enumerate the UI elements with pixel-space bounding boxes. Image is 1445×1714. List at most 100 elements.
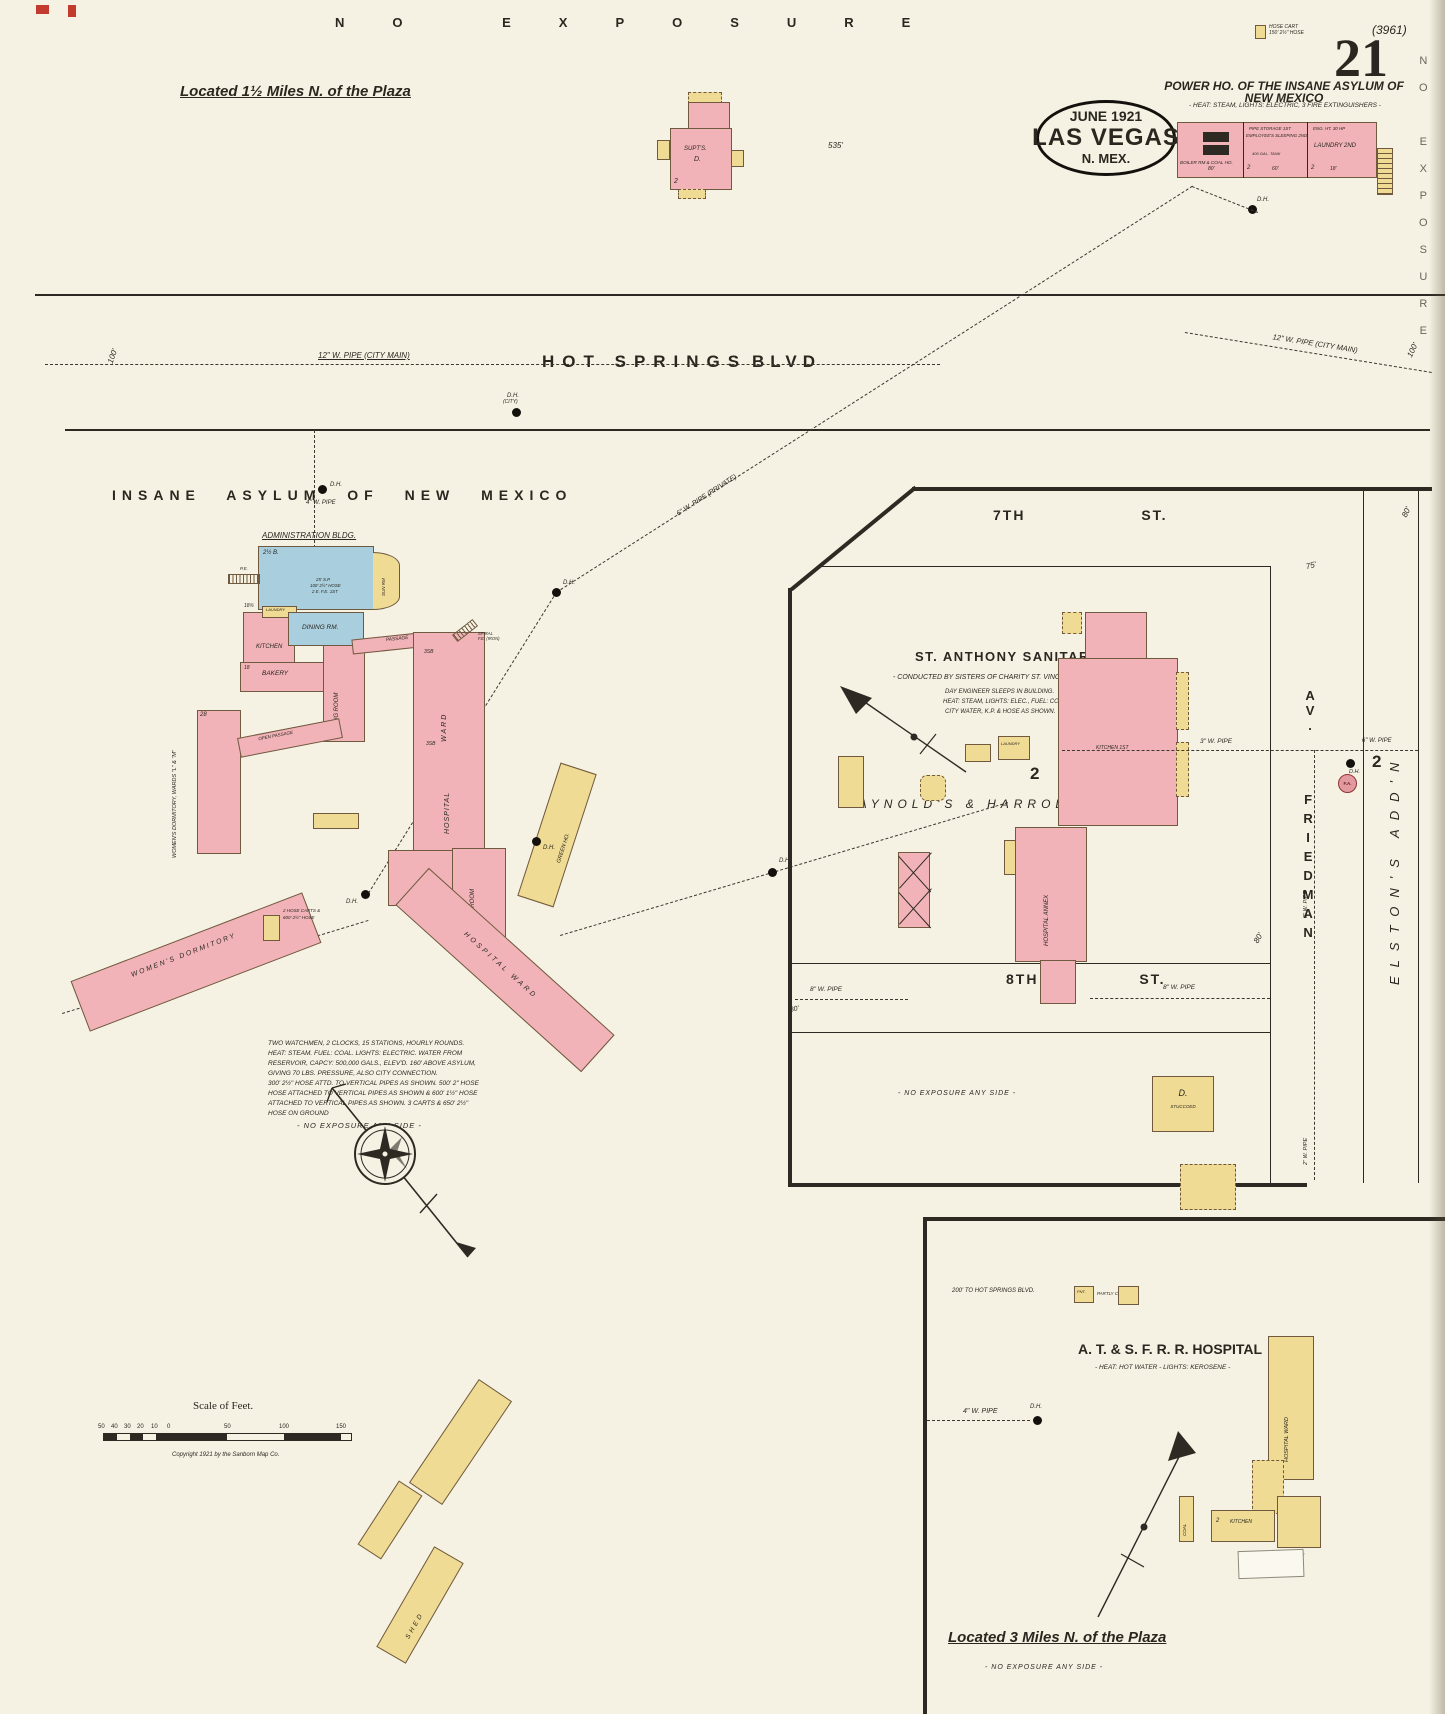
city-main-label-left: 12" W. PIPE (CITY MAIN) — [318, 351, 410, 360]
compass-rose — [326, 1083, 476, 1258]
street-edge-south — [65, 429, 1430, 431]
atsf-kitchen-building — [1211, 1510, 1275, 1542]
pnt-label: PNT. — [1077, 1289, 1086, 1294]
stuccoed-d-label: D. — [1178, 1088, 1188, 1098]
power-house-partition — [1243, 122, 1245, 178]
code-18b: 18 — [244, 665, 250, 671]
outbuilding — [1180, 1164, 1236, 1210]
eighth-street-label: 8TH ST. — [1006, 971, 1166, 987]
pe-label: P.E. — [240, 566, 248, 571]
shed-building — [376, 1546, 464, 1664]
distance-note: 200' TO HOT SPRINGS BLVD. — [952, 1288, 1035, 1294]
hose-cart-note-2: 150' 2½" HOSE — [1269, 30, 1304, 36]
stamp-state: N. MEX. — [1081, 151, 1131, 166]
private-pipe-dashes — [556, 185, 1193, 593]
city-main-label-right: 12" W. PIPE (CITY MAIN) — [1271, 332, 1359, 355]
dim-80: 80' — [1251, 931, 1265, 945]
sheet-number: 21 — [1334, 28, 1388, 88]
four-inch-pipe-label: 4" W. PIPE — [963, 1408, 998, 1415]
hydrant-dot — [361, 890, 370, 899]
outbuilding-diagonal — [408, 1379, 513, 1505]
hydrant-dot — [1346, 759, 1355, 768]
scale-tick: 150 — [336, 1424, 347, 1430]
admin-note: 2 E. F.E. 1ST — [312, 589, 338, 594]
registration-mark — [36, 5, 49, 14]
dining-rm-building — [288, 612, 364, 646]
scale-tick: 20 — [137, 1424, 144, 1430]
street-edge-north — [35, 294, 1445, 296]
hospital-annex-tail — [1040, 960, 1076, 1004]
greenhouse-building — [517, 762, 597, 908]
friedman-street-label: FRIEDMAN — [1300, 792, 1316, 944]
laundry-building — [998, 736, 1030, 760]
scale-tick: 50 — [224, 1424, 231, 1430]
womens-wards-label: WOMEN'S DORMITORY, WARDS "L" & "M" — [172, 750, 178, 858]
sanitarium-main-building — [1058, 658, 1178, 826]
boiler-symbol — [1203, 132, 1229, 142]
two-inch-pipe-label: 2" W. PIPE — [1303, 1137, 1309, 1165]
block-line — [1270, 566, 1272, 1183]
eighth-street-pipe — [1090, 998, 1270, 999]
dim-60: 60' — [1272, 166, 1279, 172]
sanitarium-kitchen-label: KITCHEN 1ST — [1096, 745, 1129, 751]
laundry-label: LAUNDRY — [266, 607, 285, 612]
block-line — [1363, 489, 1365, 1183]
floors-label: 2 — [1311, 165, 1315, 171]
sanitarium-note: DAY ENGINEER SLEEPS IN BUILDING. — [945, 689, 1055, 695]
atsf-ward-label: HOSPITAL WARD — [1284, 1417, 1290, 1462]
hydrant-dot — [552, 588, 561, 597]
atsf-no-exposure: - NO EXPOSURE ANY SIDE - — [985, 1664, 1104, 1671]
block-border-top — [912, 487, 1432, 491]
watchmen-note-line: ATTACHED TO VERTICAL PIPES AS SHOWN. 3 C… — [268, 1100, 469, 1107]
stuccoed-dwelling — [1152, 1076, 1214, 1132]
block-border-diagonal — [790, 485, 917, 591]
sanitarium-porch — [1176, 742, 1189, 797]
hose-carts-note-1: 2 HOSE CARTS & — [283, 908, 321, 913]
watchmen-note-line: RESERVOIR, CAPCY: 500,000 GALS., ELEV'D.… — [268, 1060, 476, 1067]
outbuilding — [965, 744, 991, 762]
code-3sb: 3SB — [424, 649, 434, 655]
sanitarium-porch — [1176, 672, 1189, 730]
hydrant-label: D.H. — [507, 393, 519, 399]
ward-label: WARD — [441, 712, 448, 742]
watchmen-note-line: GIVING 70 LBS. PRESSURE, ALSO CITY CONNE… — [268, 1070, 438, 1077]
sanitarium-porch — [1062, 612, 1082, 634]
block-number: 2 — [1030, 764, 1040, 783]
block-no-exposure: - NO EXPOSURE ANY SIDE - — [898, 1090, 1017, 1097]
block-line — [1418, 489, 1420, 1183]
supt-label: SUPT'S. — [684, 146, 707, 152]
sanitarium-upper-wing — [1085, 612, 1147, 662]
hospital-label: HOSPITAL — [444, 791, 451, 834]
boiler-symbol — [1203, 145, 1229, 155]
hydrant-dot — [768, 868, 777, 877]
date-stamp: JUNE 1921 LAS VEGAS N. MEX. — [1032, 100, 1179, 176]
code-3sb: 3SB — [426, 741, 436, 747]
hospital-annex-label: HOSPITAL ANNEX — [1044, 894, 1050, 946]
watchmen-note-line: HOSE ON GROUND — [268, 1110, 329, 1117]
annex-porch — [1004, 840, 1016, 875]
eighth-street-line — [792, 1032, 1270, 1034]
three-inch-pipe — [1062, 750, 1418, 751]
watchmen-note-line: 300' 2½" HOSE ATTD. TO VERTICAL PIPES AS… — [268, 1080, 479, 1087]
hydrant-dot — [1248, 205, 1257, 214]
scale-tick: 50 — [98, 1424, 105, 1430]
supt-d-label: D. — [694, 156, 701, 163]
eighth-street-line — [792, 963, 1270, 965]
hydrant-label: D.H. — [330, 482, 342, 488]
block-border-bottom — [788, 1183, 1307, 1187]
atsf-office-building — [1277, 1496, 1321, 1548]
administration-label: ADMINISTRATION BLDG. — [262, 531, 357, 540]
atsf-subtitle: - HEAT: HOT WATER - LIGHTS: KEROSENE - — [1095, 1364, 1231, 1371]
sanitarium-subtitle: - CONDUCTED BY SISTERS OF CHARITY ST. VI… — [893, 674, 1110, 681]
four-inch-pipe — [927, 1420, 1030, 1421]
three-inch-pipe-label: 3" W. PIPE — [1200, 738, 1233, 745]
eight-inch-pipe-label: 8" W. PIPE — [1163, 984, 1196, 991]
dim-80: 80' — [1208, 166, 1215, 172]
hose-cart-note-1: HOSE CART — [1269, 24, 1299, 30]
admin-note: 100' 2½" HOSE — [310, 583, 341, 588]
admin-note: 25' S.P. — [316, 577, 331, 582]
pipe-storage-label: PIPE STORAGE 1ST — [1249, 126, 1291, 131]
watchmen-note-line: TWO WATCHMEN, 2 CLOCKS, 15 STATIONS, HOU… — [268, 1040, 465, 1047]
open-passage-strip — [237, 718, 343, 758]
hydrant-label: D.H. — [1349, 769, 1360, 775]
